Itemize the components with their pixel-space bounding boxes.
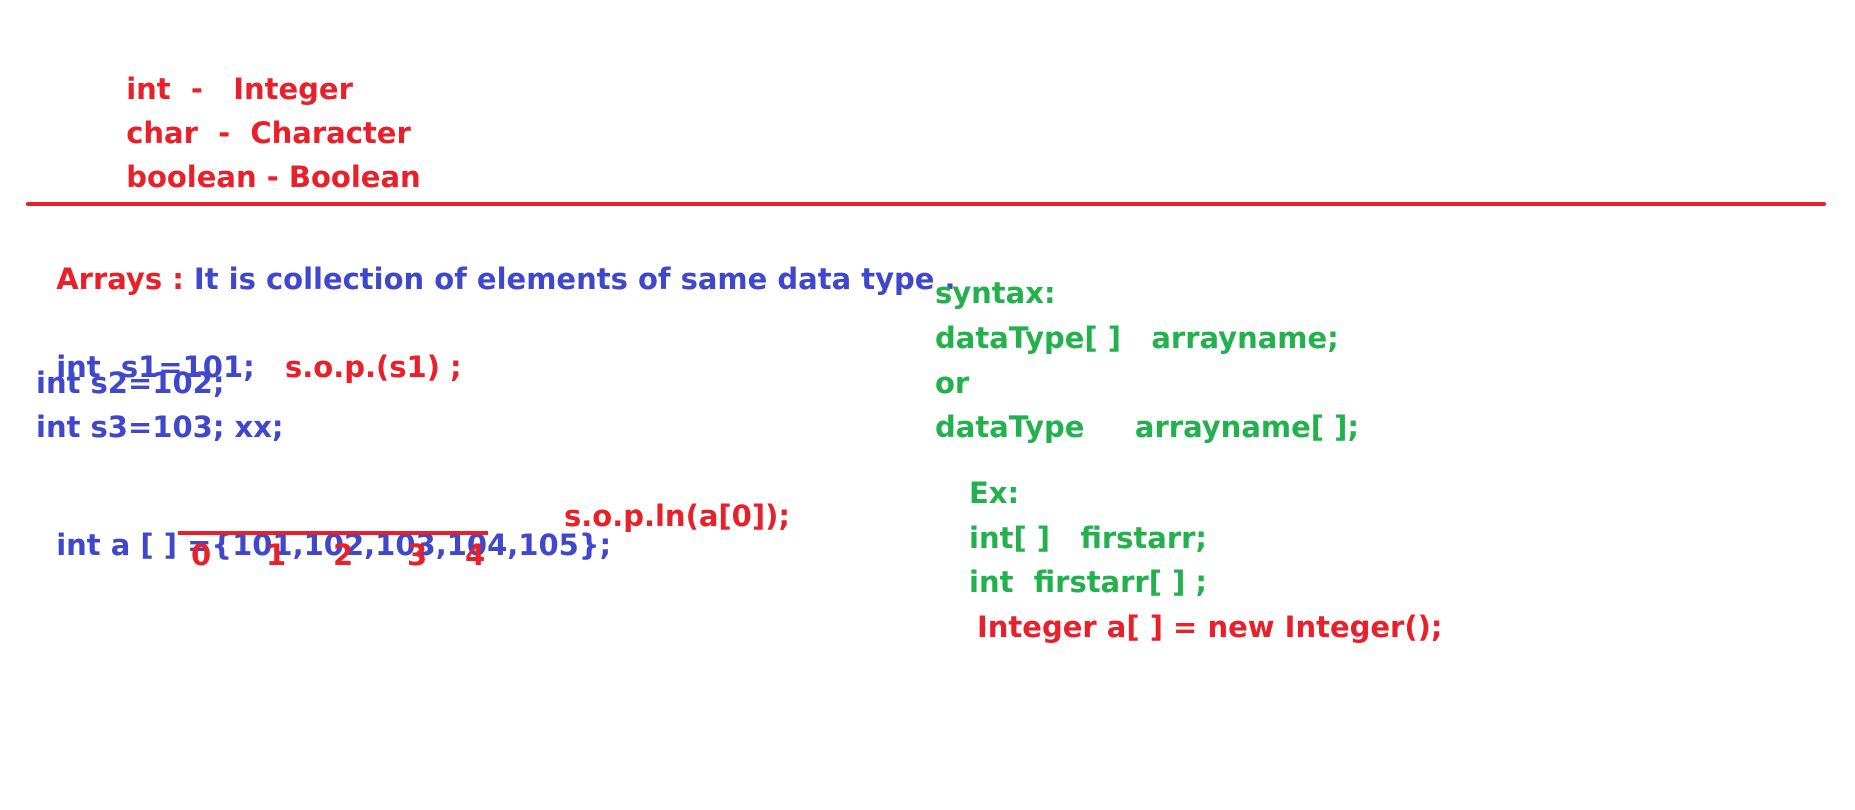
wrapper-boolean: Boolean	[288, 160, 421, 194]
declaration-s1: int s1=101; s.o.p.(s1) ;	[36, 324, 462, 384]
divider-line	[26, 202, 1826, 206]
example-line-1: int[ ] firstarr;	[969, 521, 1208, 555]
array-suffix: };	[578, 528, 612, 562]
syntax-title: syntax:	[935, 276, 1056, 310]
array-declaration: int a [ ] ={101,102,103,104,105};	[36, 502, 611, 560]
wrapper-integer: Integer	[233, 72, 353, 106]
array-values: 101,102,103,104,105	[232, 528, 579, 562]
wrapper-row-char: char - Character	[106, 90, 411, 148]
declaration-s2: int s2=102;	[36, 366, 225, 400]
example-line-2: int firstarr[ ] ;	[969, 565, 1208, 599]
array-index-2: 2	[333, 538, 354, 572]
separator: -	[266, 160, 279, 194]
arrays-label: Arrays :	[56, 262, 184, 296]
code-s1-print: s.o.p.(s1) ;	[285, 350, 462, 384]
code-s1: int s1=101;	[56, 350, 255, 384]
wrapper-row-boolean: boolean - Boolean	[106, 134, 421, 194]
arrays-definition: It is collection of elements of same dat…	[193, 262, 956, 296]
syntax-form-1: dataType[ ] arrayname;	[935, 321, 1339, 355]
array-index-1: 1	[266, 538, 287, 572]
example-line-3: Integer a[ ] = new Integer();	[977, 610, 1443, 644]
primitive-char: char	[126, 116, 198, 150]
array-index-0: 0	[191, 538, 212, 572]
syntax-or: or	[935, 366, 970, 400]
declaration-s3: int s3=103; xx;	[36, 410, 284, 444]
wrapper-character: Character	[250, 116, 411, 150]
primitive-boolean: boolean	[126, 160, 257, 194]
syntax-form-2: dataType arrayname[ ];	[935, 410, 1359, 444]
separator: -	[190, 72, 203, 106]
example-title: Ex:	[969, 476, 1020, 510]
array-prefix: int a [ ] ={	[56, 528, 233, 562]
array-values-underline	[178, 531, 488, 535]
array-index-4: 4	[465, 538, 486, 572]
arrays-heading: Arrays : It is collection of elements of…	[36, 236, 956, 296]
array-print: s.o.p.ln(a[0]);	[564, 499, 790, 533]
wrapper-row-int: int - Integer	[106, 46, 353, 104]
separator: -	[218, 116, 231, 150]
primitive-int: int	[126, 72, 171, 106]
array-index-3: 3	[407, 538, 428, 572]
